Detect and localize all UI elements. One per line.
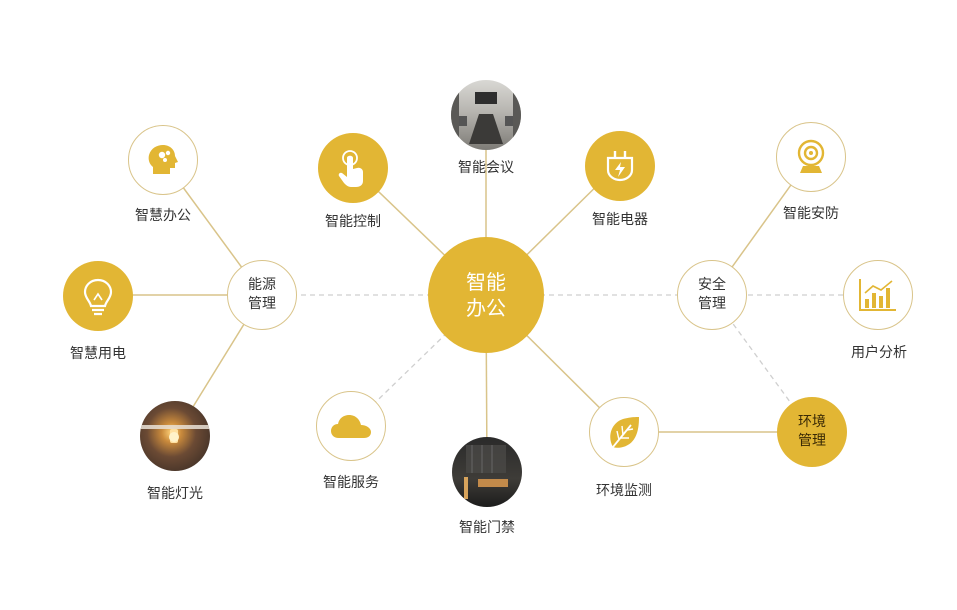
environment-group-node[interactable]: 环境 管理 xyxy=(777,397,847,467)
cloud-icon xyxy=(329,412,373,440)
smart-control-node[interactable] xyxy=(318,133,388,203)
smart-defense-node[interactable] xyxy=(776,122,846,192)
hub-node[interactable]: 智能 办公 xyxy=(428,237,544,353)
lamp-photo xyxy=(140,401,210,471)
security-group-label: 安全 管理 xyxy=(698,277,726,312)
bar-chart-icon xyxy=(858,277,898,313)
lightbulb-icon xyxy=(80,276,116,316)
smart-meeting-label: 智能会议 xyxy=(458,160,514,176)
smart-power-node[interactable] xyxy=(63,261,133,331)
hub-label: 智能 办公 xyxy=(466,270,506,320)
plug-icon xyxy=(600,146,640,186)
smart-defense-label: 智能安防 xyxy=(783,206,839,222)
smart-service-label: 智能服务 xyxy=(323,475,379,491)
smart-power-label: 智慧用电 xyxy=(70,346,126,362)
smart-access-label: 智能门禁 xyxy=(459,520,515,536)
webcam-icon xyxy=(794,138,828,176)
touch-hand-icon xyxy=(333,147,373,189)
smart-office-node[interactable] xyxy=(128,125,198,195)
energy-group-node[interactable]: 能源 管理 xyxy=(227,260,297,330)
smart-office-label: 智慧办公 xyxy=(135,208,191,224)
energy-group-label: 能源 管理 xyxy=(248,277,276,312)
smart-appliance-label: 智能电器 xyxy=(592,212,648,228)
smart-lighting-label: 智能灯光 xyxy=(147,486,203,502)
security-group-node[interactable]: 安全 管理 xyxy=(677,260,747,330)
env-monitor-node[interactable] xyxy=(589,397,659,467)
environment-group-label: 环境 管理 xyxy=(798,414,826,449)
smart-access-node[interactable] xyxy=(452,437,522,507)
smart-service-node[interactable] xyxy=(316,391,386,461)
smart-control-label: 智能控制 xyxy=(325,214,381,230)
leaf-icon xyxy=(603,411,645,453)
smart-meeting-node[interactable] xyxy=(451,80,521,150)
smart-appliance-node[interactable] xyxy=(585,131,655,201)
office-door-photo xyxy=(452,437,522,507)
meeting-room-photo xyxy=(451,80,521,150)
smart-lighting-node[interactable] xyxy=(140,401,210,471)
user-analysis-node[interactable] xyxy=(843,260,913,330)
user-analysis-label: 用户分析 xyxy=(851,345,907,361)
brain-head-icon xyxy=(143,140,183,180)
env-monitor-label: 环境监测 xyxy=(596,483,652,499)
